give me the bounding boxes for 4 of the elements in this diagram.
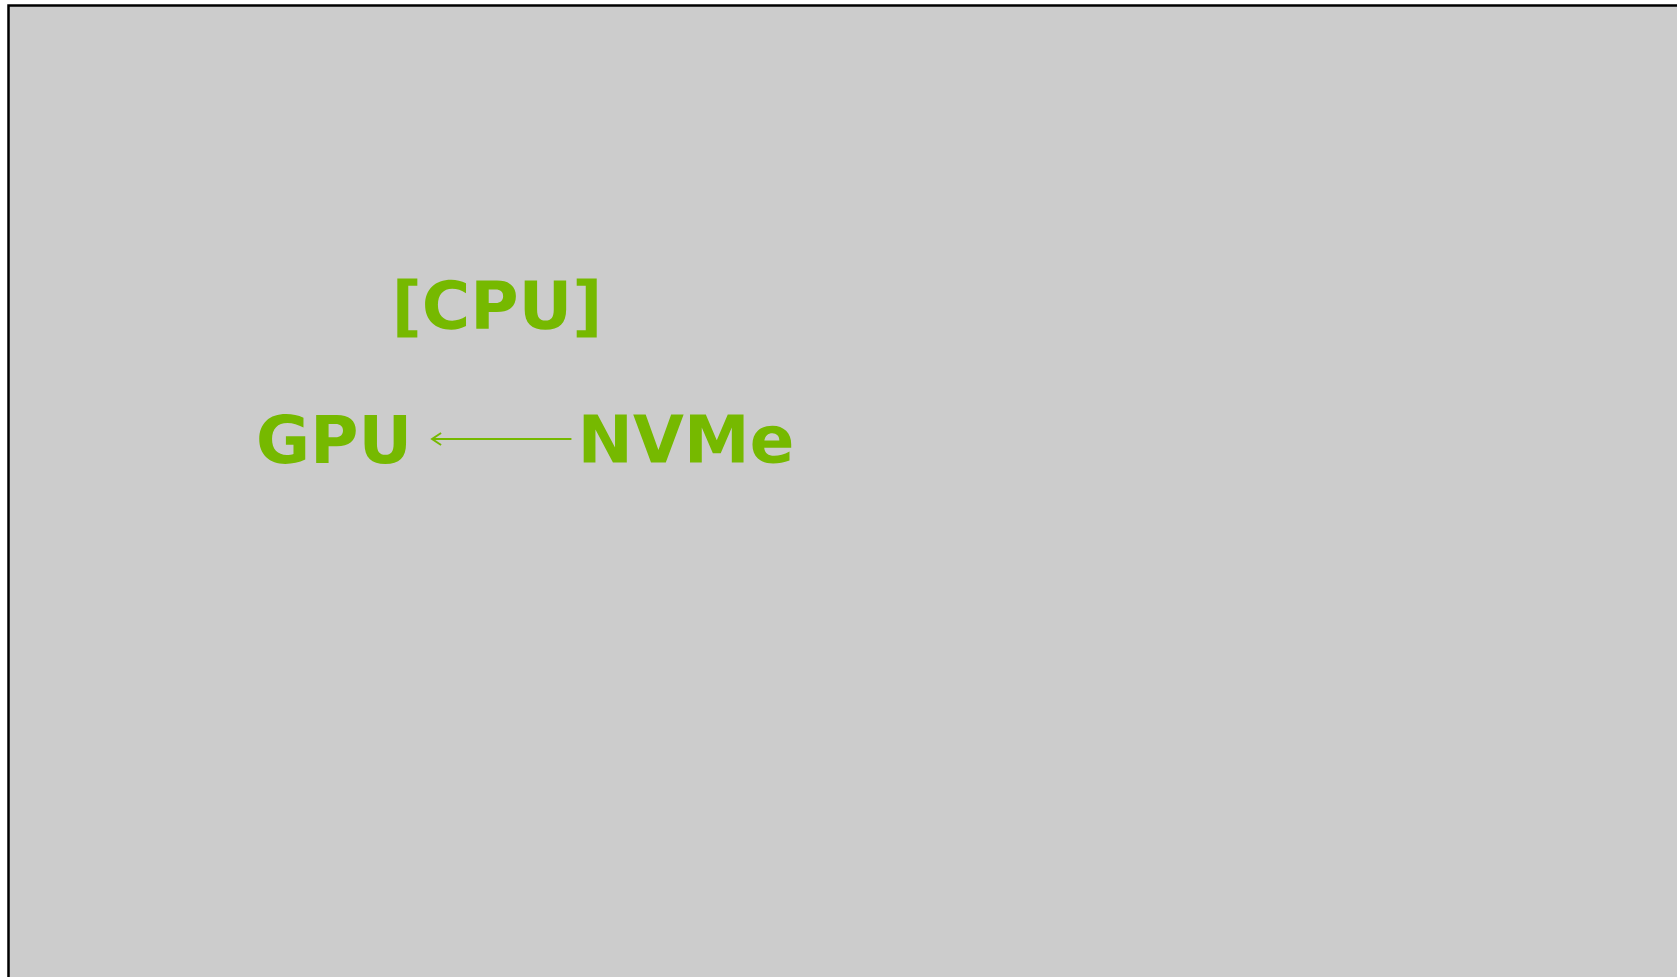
node-label: NVMe — [583, 414, 792, 464]
arrow — [430, 432, 573, 446]
node-label: GPU — [259, 414, 407, 464]
heading-label: [CPU] — [397, 278, 597, 338]
